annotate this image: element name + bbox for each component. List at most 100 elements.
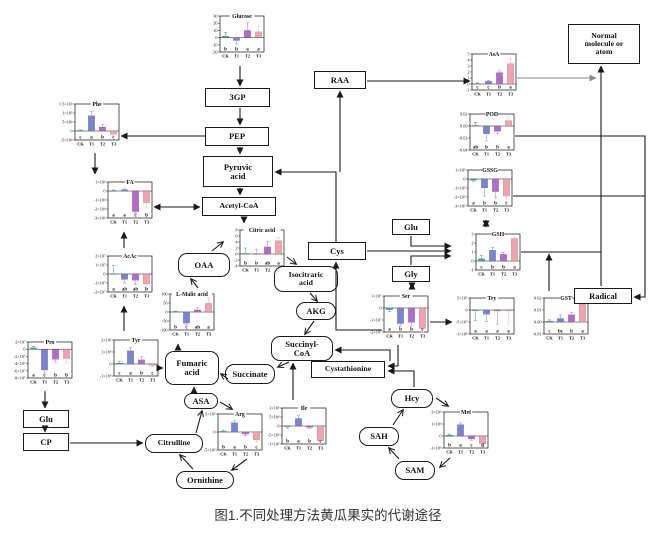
- svg-text:5×10⁵: 5×10⁵: [205, 412, 216, 417]
- svg-text:T2: T2: [245, 54, 250, 59]
- svg-text:CK: CK: [470, 208, 477, 213]
- svg-text:b: b: [65, 374, 68, 379]
- svg-text:T3: T3: [111, 142, 117, 147]
- svg-text:T2: T2: [195, 332, 200, 337]
- svg-text:5×10⁴: 5×10⁴: [62, 120, 73, 125]
- svg-text:-3×10⁴: -3×10⁴: [94, 216, 106, 221]
- svg-text:CK: CK: [386, 334, 393, 339]
- box-cys: Cys: [308, 242, 366, 260]
- svg-text:1×10⁶: 1×10⁶: [101, 350, 112, 355]
- arrow-ornithine-to-citrulline: [178, 453, 194, 470]
- svg-text:-1×10⁴: -1×10⁴: [94, 198, 106, 203]
- svg-text:30: 30: [213, 14, 217, 19]
- svg-text:T3: T3: [506, 152, 512, 157]
- svg-text:a: a: [297, 440, 300, 445]
- svg-text:T3: T3: [504, 208, 510, 213]
- box-raa: RAA: [314, 71, 366, 89]
- svg-text:-0.04: -0.04: [459, 148, 469, 153]
- svg-text:T1: T1: [122, 294, 127, 299]
- svg-text:CK: CK: [478, 272, 485, 277]
- svg-text:Ile: Ile: [301, 406, 308, 412]
- svg-text:2: 2: [235, 246, 237, 251]
- box-hcy: Hcy: [391, 389, 433, 408]
- box-normal-molecule: Normal molecule or atom: [568, 24, 640, 64]
- svg-text:a: a: [233, 446, 236, 451]
- box-cystathionine: Cystathionine: [311, 361, 385, 378]
- box-cp: CP: [23, 433, 69, 451]
- svg-text:1×10⁶: 1×10⁶: [431, 422, 442, 427]
- svg-text:50: 50: [163, 301, 167, 306]
- svg-text:0: 0: [23, 347, 25, 352]
- svg-text:CK: CK: [110, 220, 117, 225]
- svg-text:T3: T3: [506, 336, 512, 341]
- svg-text:2: 2: [471, 241, 473, 246]
- svg-text:0: 0: [463, 177, 465, 182]
- svg-text:T1: T1: [458, 450, 463, 455]
- svg-text:-100: -100: [160, 328, 168, 333]
- svg-text:Met: Met: [461, 410, 471, 416]
- svg-text:b: b: [101, 136, 104, 141]
- svg-text:T3: T3: [508, 92, 514, 97]
- svg-text:T3: T3: [150, 378, 156, 383]
- arrow-sah-to-hcy: [392, 408, 404, 426]
- svg-text:T2: T2: [495, 152, 500, 157]
- svg-text:T2: T2: [307, 446, 312, 451]
- svg-text:-20: -20: [212, 50, 218, 55]
- svg-text:-4×10⁷: -4×10⁷: [14, 361, 26, 366]
- svg-text:-2×10⁴: -2×10⁴: [94, 207, 106, 212]
- svg-text:-5×10⁵: -5×10⁵: [204, 448, 216, 453]
- svg-text:T2: T2: [265, 268, 270, 273]
- arrow-hcy-to-met: [435, 397, 450, 407]
- svg-text:b: b: [308, 440, 311, 445]
- svg-text:3: 3: [467, 64, 469, 69]
- svg-text:c: c: [185, 326, 188, 331]
- svg-text:T1: T1: [558, 336, 563, 341]
- svg-text:a: a: [388, 328, 391, 333]
- svg-text:0: 0: [379, 306, 381, 311]
- svg-text:-1×10⁸: -1×10⁸: [456, 332, 468, 337]
- box-pyruvic-acid: Pyruvic acid: [203, 156, 273, 187]
- svg-text:T1: T1: [128, 378, 133, 383]
- svg-text:b: b: [174, 326, 177, 331]
- svg-text:0.02: 0.02: [460, 112, 468, 117]
- svg-text:0: 0: [215, 35, 217, 40]
- svg-text:0.02: 0.02: [534, 296, 542, 301]
- svg-text:T1: T1: [232, 452, 237, 457]
- svg-text:POD: POD: [486, 112, 498, 118]
- svg-text:-1: -1: [466, 88, 470, 93]
- svg-text:a: a: [257, 48, 260, 53]
- svg-text:T2: T2: [53, 380, 58, 385]
- svg-text:c: c: [548, 330, 551, 335]
- svg-text:1×10⁵: 1×10⁵: [62, 111, 73, 116]
- svg-text:b: b: [502, 266, 505, 271]
- svg-text:b: b: [255, 262, 258, 267]
- svg-text:Ser: Ser: [402, 294, 411, 300]
- svg-text:0: 0: [70, 129, 72, 134]
- svg-text:1: 1: [471, 250, 473, 255]
- svg-text:b: b: [145, 288, 148, 293]
- svg-text:-1×10⁷: -1×10⁷: [94, 281, 106, 286]
- svg-text:0: 0: [235, 252, 237, 257]
- svg-text:T1: T1: [89, 142, 94, 147]
- svg-text:-0.01: -0.01: [533, 332, 542, 337]
- svg-text:-2×10⁷: -2×10⁷: [14, 354, 26, 359]
- arrow-hcy-to-cystathionine: [387, 367, 415, 387]
- box-radical: Radical: [574, 288, 632, 304]
- svg-text:CK: CK: [77, 142, 84, 147]
- figure-caption: 图1.不同处理方法黄瓜果实的代谢途径: [214, 508, 442, 523]
- svg-text:T1: T1: [482, 208, 487, 213]
- svg-text:a: a: [246, 48, 249, 53]
- svg-text:a: a: [90, 136, 93, 141]
- svg-text:CK: CK: [30, 380, 37, 385]
- svg-text:0: 0: [109, 362, 111, 367]
- box-fumaric-acid: Fumaric acid: [165, 351, 219, 385]
- svg-text:AcAc: AcAc: [123, 254, 137, 260]
- svg-text:T3: T3: [580, 336, 586, 341]
- svg-text:T2: T2: [409, 334, 414, 339]
